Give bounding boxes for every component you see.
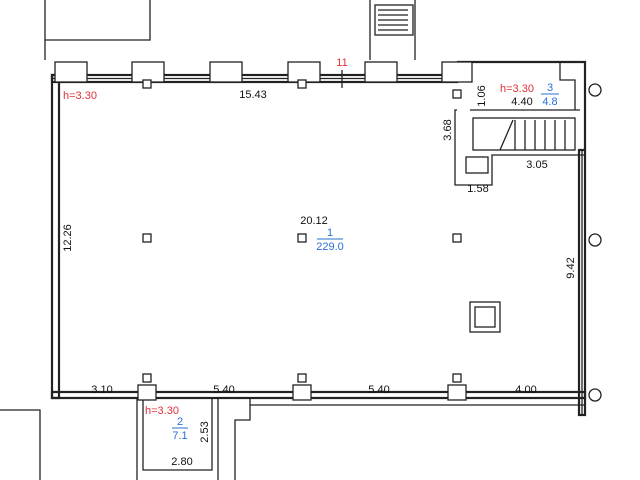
dim-main-width: 20.12 (300, 215, 328, 227)
room2-number: 2 (177, 416, 183, 428)
dim-stair-height: 3.68 (442, 119, 454, 140)
room3-area: 4.8 (542, 96, 557, 108)
room1-area: 229.0 (316, 241, 344, 253)
dim-stair-width: 3.05 (526, 159, 547, 171)
room2-height: h=3.30 (145, 405, 179, 417)
dim-room2-width: 2.80 (171, 456, 192, 468)
dim-top-length: 15.43 (239, 89, 267, 101)
dim-niche-width: 1.58 (467, 183, 488, 195)
dim-left-height: 12.26 (62, 224, 74, 252)
dim-bottom-seg3: 5.40 (368, 384, 389, 396)
exterior-stair-icon (374, 4, 414, 36)
columns (54, 61, 501, 401)
dim-bottom-seg2: 5.40 (213, 384, 234, 396)
room2-area: 7.1 (172, 430, 187, 442)
dim-room3-depth: 1.06 (476, 85, 488, 106)
dim-bottom-seg1: 3.10 (91, 384, 112, 396)
walls (0, 60, 602, 480)
room3-number: 3 (547, 82, 553, 94)
dim-room2-depth: 2.53 (199, 421, 211, 442)
dim-bottom-seg4: 4.00 (515, 384, 536, 396)
room3-height: h=3.30 (500, 83, 534, 95)
dim-right-height: 9.42 (565, 257, 577, 278)
dim-room3-width: 4.40 (511, 96, 532, 108)
exterior-context (44, 0, 416, 60)
axis-label: 11 (336, 57, 347, 69)
room1-height: h=3.30 (63, 90, 97, 102)
interior-stair-icon (472, 117, 576, 151)
room1-number: 1 (327, 227, 333, 239)
